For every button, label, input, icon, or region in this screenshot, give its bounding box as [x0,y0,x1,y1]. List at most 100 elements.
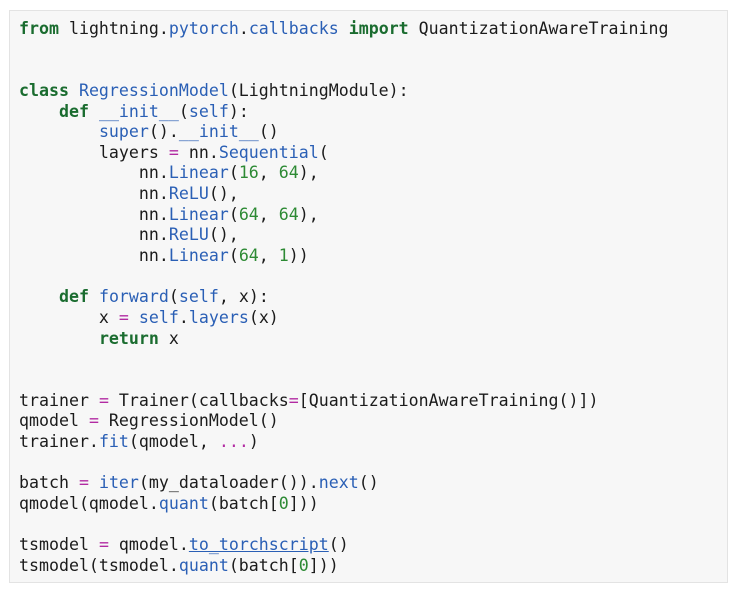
code-token: 64 [278,204,299,224]
code-token: quant [178,555,229,575]
code-token: nn. [19,246,169,266]
code-token [19,122,99,141]
code-line: nn.Linear(64, 1)) [19,246,668,267]
code-token: ( [228,163,239,183]
code-token: ])) [308,555,339,575]
code-line: layers = nn.Sequential( [19,143,668,164]
code-token: (x) [248,307,279,327]
code-token [19,287,59,306]
code-token: , [258,163,279,183]
code-token: trainer. [19,431,99,451]
code-line [19,40,668,61]
code-token: x [158,328,179,348]
code-line: return x [19,329,668,350]
code-token: nn. [19,204,169,224]
code-token: callbacks [248,19,339,38]
code-line: tsmodel = qmodel.to_torchscript() [19,535,668,556]
code-token: ): [228,101,249,121]
code-token [89,473,99,492]
code-token: ), [298,163,319,183]
code-line: def forward(self, x): [19,287,668,308]
code-token: , [258,204,279,224]
code-token: = [98,535,109,555]
code-line: trainer = Trainer(callbacks=[Quantizatio… [19,391,668,412]
code-token: tsmodel(tsmodel. [19,555,179,575]
code-token: layers [188,307,249,327]
code-token: nn. [19,184,169,204]
code-line: x = self.layers(x) [19,308,668,329]
code-token: iter [98,473,139,493]
code-token: ( [178,101,189,121]
code-token: = [118,307,129,327]
code-token: 64 [278,163,299,183]
code-token: (qmodel, [128,431,219,451]
code-token: tsmodel [19,535,99,555]
code-token: = [168,142,179,162]
code-token: ) [248,431,259,451]
code-token: )) [288,246,309,266]
code-token: ( [168,287,179,307]
code-token: ])) [288,493,319,513]
code-token: Linear [168,163,229,183]
code-line: from lightning.pytorch.callbacks import … [19,19,668,40]
code-token: qmodel(qmodel. [19,493,159,513]
code-token: ReLU [168,225,209,245]
code-token: ReLU [168,184,209,204]
code-token [89,102,99,121]
code-token: 64 [238,204,259,224]
code-token: = [88,411,99,431]
code-token: (), [208,184,239,204]
code-token: () [328,535,349,555]
code-token: 0 [298,555,309,575]
code-line [19,452,668,473]
code-line: nn.ReLU(), [19,225,668,246]
code-token: class [19,80,69,100]
code-token: = [98,390,109,410]
code-line: nn.Linear(64, 64), [19,205,668,226]
code-token: return [98,328,159,348]
code-line: qmodel(qmodel.quant(batch[0])) [19,494,668,515]
code-token [19,329,99,348]
code-token: self [138,307,179,327]
code-line [19,60,668,81]
code-token: trainer [19,390,99,410]
code-token: qmodel [19,411,89,431]
code-token: forward [98,287,169,307]
code-token: (LightningModule): [228,80,409,100]
code-token: () [258,122,279,142]
code-line: nn.Linear(16, 64), [19,163,668,184]
code-token: layers [19,142,169,162]
code-token [89,287,99,306]
code-line: qmodel = RegressionModel() [19,411,668,432]
code-token: from [19,19,59,38]
code-line [19,267,668,288]
code-token: (my_dataloader()). [138,473,319,493]
code-token: Linear [168,204,229,224]
code-token: Linear [168,246,229,266]
code-token: lightning. [58,19,169,38]
code-token: 64 [238,246,259,266]
code-token [69,81,79,100]
code-token [129,308,139,327]
code-lines: from lightning.pytorch.callbacks import … [19,19,668,576]
code-line: trainer.fit(qmodel, ...) [19,432,668,453]
code-token: ... [218,431,249,451]
code-line: class RegressionModel(LightningModule): [19,81,668,102]
code-token: nn. [19,163,169,183]
code-token: nn. [178,142,219,162]
code-token: ( [318,142,329,162]
code-token: , x): [218,287,269,307]
code-token: QuantizationAwareTraining [408,19,669,38]
code-token [339,19,349,38]
code-token: x [19,307,119,327]
code-token [19,102,59,121]
code-block: from lightning.pytorch.callbacks import … [9,10,728,583]
code-token: (). [148,122,179,142]
code-line: nn.ReLU(), [19,184,668,205]
code-token: (batch[ [208,493,279,513]
code-line [19,514,668,535]
code-token: = [78,473,89,493]
code-token: . [178,307,189,327]
code-token: def [58,287,89,307]
code-token: qmodel. [108,535,189,555]
